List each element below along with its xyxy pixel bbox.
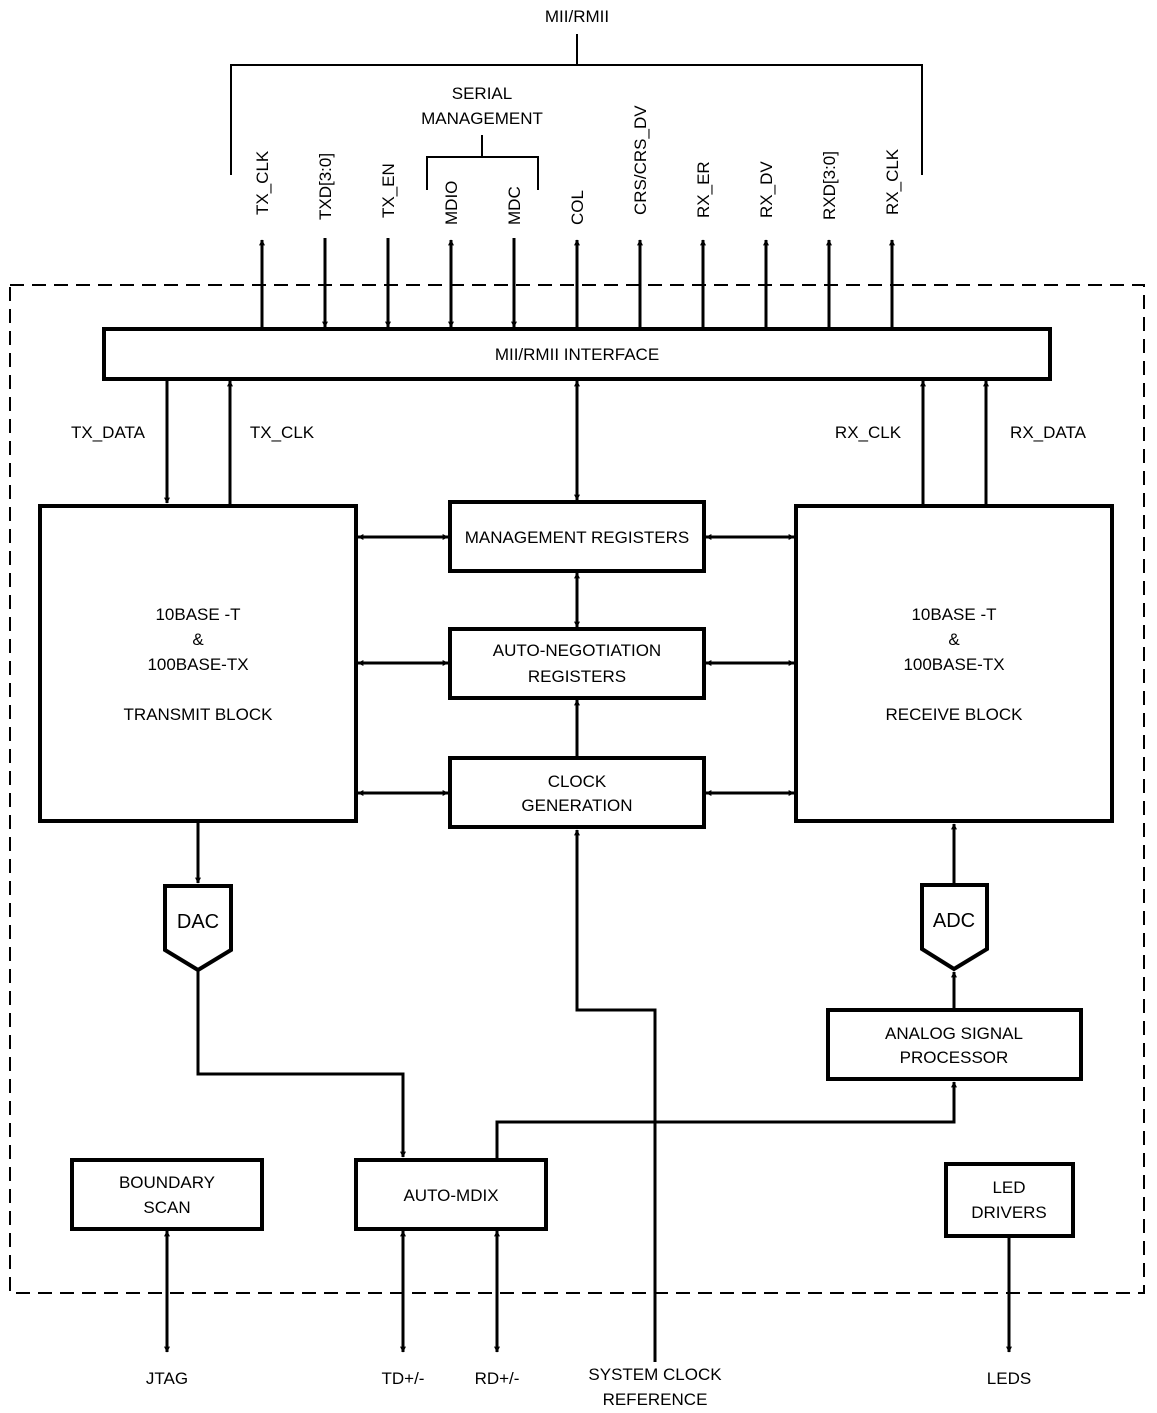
pin-rx-dv: RX_DV — [757, 161, 776, 218]
chip-boundary — [9, 284, 1145, 1294]
bscan-label-1: BOUNDARY — [119, 1173, 215, 1192]
mii-interface-label: MII/RMII INTERFACE — [495, 345, 659, 364]
tx-block-line2: & — [192, 630, 204, 649]
asp-label-2: PROCESSOR — [900, 1048, 1009, 1067]
label-rx-data: RX_DATA — [1010, 423, 1087, 442]
pin-crs: CRS/CRS_DV — [631, 105, 650, 215]
pin-col: COL — [568, 190, 587, 225]
pin-mdc: MDC — [505, 186, 524, 225]
serial-management-label-1: SERIAL — [452, 84, 512, 103]
autoneg-label-1: AUTO-NEGOTIATION — [493, 641, 661, 660]
transmit-block — [38, 504, 358, 823]
tx-block-line4: TRANSMIT BLOCK — [124, 705, 274, 724]
clock-label-2: GENERATION — [521, 796, 632, 815]
asp-label-1: ANALOG SIGNAL — [885, 1024, 1023, 1043]
line-dac-mdix — [196, 971, 406, 1158]
rx-block-line2: & — [948, 630, 960, 649]
clock-generation-block — [448, 756, 706, 829]
mgmt-label: MANAGEMENT REGISTERS — [465, 528, 690, 547]
label-sysclk-2: REFERENCE — [603, 1390, 708, 1409]
dac-label: DAC — [177, 911, 219, 933]
serial-management-label-2: MANAGEMENT — [421, 109, 543, 128]
auto-mdix-block — [354, 1158, 548, 1231]
rx-block-line4: RECEIVE BLOCK — [886, 705, 1024, 724]
label-jtag: JTAG — [146, 1369, 188, 1388]
label-td: TD+/- — [382, 1369, 425, 1388]
label-tx-data: TX_DATA — [71, 423, 146, 442]
line-mdix-asp — [495, 1081, 957, 1158]
mii-interface-block — [102, 327, 1052, 381]
analog-signal-processor-block — [826, 1008, 1083, 1081]
led-label-2: DRIVERS — [971, 1203, 1047, 1222]
tx-block-line3: 100BASE-TX — [147, 655, 248, 674]
line-sysclk-clockgen — [574, 829, 657, 1362]
mii-rmii-label: MII/RMII — [545, 7, 609, 26]
bscan-label-2: SCAN — [143, 1198, 190, 1217]
label-tx-clk: TX_CLK — [250, 423, 315, 442]
mii-bracket — [230, 34, 923, 175]
clock-label-1: CLOCK — [548, 772, 607, 791]
label-sysclk-1: SYSTEM CLOCK — [588, 1365, 722, 1384]
pin-rx-er: RX_ER — [694, 161, 713, 218]
mdix-label: AUTO-MDIX — [403, 1186, 498, 1205]
pin-mdio: MDIO — [442, 181, 461, 225]
dac-block — [163, 884, 233, 973]
boundary-scan-block — [70, 1158, 264, 1231]
management-registers-block — [448, 500, 706, 573]
adc-label: ADC — [933, 910, 975, 932]
pin-txd: TXD[3:0] — [316, 153, 335, 220]
led-label-1: LED — [992, 1178, 1025, 1197]
rx-block-line1: 10BASE -T — [911, 605, 996, 624]
label-leds: LEDS — [987, 1369, 1031, 1388]
label-rx-clk: RX_CLK — [835, 423, 902, 442]
pin-tx-en: TX_EN — [379, 163, 398, 218]
led-drivers-block — [944, 1162, 1075, 1238]
receive-block — [794, 504, 1114, 823]
pin-tx-clk: TX_CLK — [253, 150, 272, 215]
label-rd: RD+/- — [475, 1369, 520, 1388]
rx-block-line3: 100BASE-TX — [903, 655, 1004, 674]
pin-rx-clk: RX_CLK — [883, 148, 902, 215]
autoneg-label-2: REGISTERS — [528, 667, 626, 686]
pin-rxd: RXD[3:0] — [820, 151, 839, 220]
autoneg-registers-block — [448, 627, 706, 700]
serial-mgmt-bracket — [426, 135, 539, 190]
tx-block-line1: 10BASE -T — [155, 605, 240, 624]
adc-block — [920, 883, 989, 972]
